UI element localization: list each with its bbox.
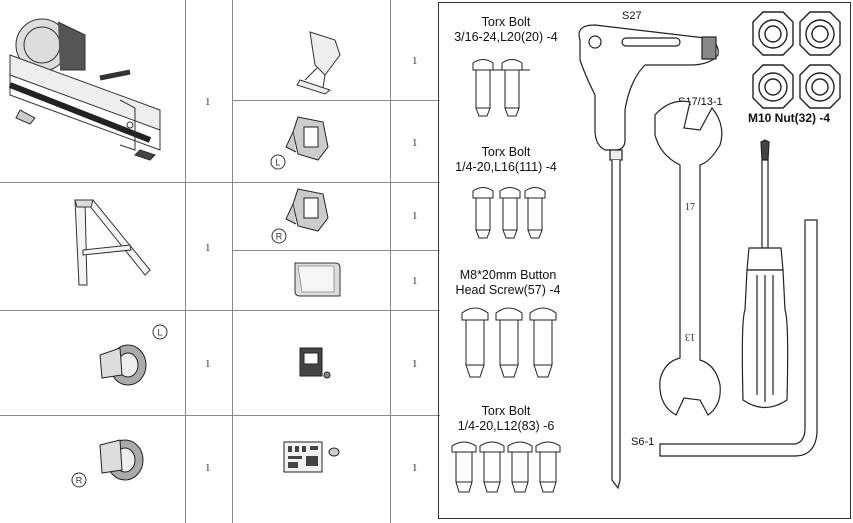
bolt1-group-drawing bbox=[472, 59, 530, 117]
col-divider bbox=[232, 0, 233, 523]
right-pedal-drawing: R bbox=[271, 188, 329, 244]
bolt2-label: Torx Bolt 1/4-20,L16(111) -4 bbox=[446, 145, 566, 175]
bolt2-name: Torx Bolt bbox=[481, 145, 531, 159]
qty-right-pedal: 1 bbox=[412, 210, 418, 222]
screw-name: M8*20mm Button bbox=[459, 268, 557, 282]
qty-main-row2: 1 bbox=[205, 242, 211, 254]
nut-label: M10 Nut(32) -4 bbox=[748, 111, 831, 125]
tag-left-wheel: L bbox=[157, 328, 162, 338]
wrench-size-13: 13 bbox=[685, 331, 695, 342]
bolt2-group-drawing bbox=[472, 187, 546, 239]
qty-seat-cushion: 1 bbox=[412, 275, 418, 287]
tag-left-pedal: L bbox=[275, 158, 280, 168]
seat-cushion-drawing bbox=[294, 262, 341, 297]
left-wheel-drawing: L bbox=[99, 324, 168, 386]
screw-group-drawing bbox=[461, 307, 557, 378]
row-divider bbox=[0, 415, 440, 416]
bolt3-name: Torx Bolt bbox=[481, 404, 531, 418]
screw-spec: Head Screw(57) -4 bbox=[455, 283, 561, 297]
a-frame-drawing bbox=[74, 199, 151, 286]
row-divider bbox=[0, 310, 440, 311]
bolt1-label: Torx Bolt 3/16-24,L20(20) -4 bbox=[446, 15, 566, 45]
tag-right-wheel: R bbox=[76, 476, 83, 486]
row-divider bbox=[0, 182, 440, 183]
allen-key-label: S6-1 bbox=[631, 436, 655, 448]
right-wheel-drawing: R bbox=[71, 439, 144, 488]
screwdriver-drawing bbox=[741, 139, 789, 409]
qty-main-row1: 1 bbox=[205, 96, 211, 108]
qty-main-row4: 1 bbox=[205, 462, 211, 474]
bolt3-label: Torx Bolt 1/4-20,L12(83) -6 bbox=[446, 404, 566, 434]
allen-key-drawing bbox=[659, 219, 818, 457]
col-divider bbox=[390, 0, 391, 523]
qty-main-row3: 1 bbox=[205, 358, 211, 370]
bolt1-spec: 3/16-24,L20(20) -4 bbox=[454, 30, 558, 44]
wrench-size-17: 17 bbox=[685, 202, 695, 213]
hardware-kit-drawing bbox=[283, 441, 340, 473]
bolt2-spec: 1/4-20,L16(111) -4 bbox=[455, 160, 557, 174]
parts-table: 1 1 1 1 1 1 1 1 1 1 bbox=[0, 0, 440, 523]
seat-bracket-drawing bbox=[296, 31, 341, 95]
torx-key-drawing bbox=[578, 24, 719, 490]
screw-label: M8*20mm Button Head Screw(57) -4 bbox=[443, 268, 573, 298]
tag-right-pedal: R bbox=[276, 232, 283, 242]
qty-monitor: 1 bbox=[412, 358, 418, 370]
qty-left-pedal: 1 bbox=[412, 137, 418, 149]
hardware-panel bbox=[438, 2, 851, 519]
torx-key-label: S27 bbox=[622, 10, 642, 22]
col-divider bbox=[185, 0, 186, 523]
wrench-drawing: 17 13 bbox=[654, 100, 723, 416]
bolt3-group-drawing bbox=[451, 441, 561, 493]
rower-frame-drawing bbox=[8, 18, 161, 161]
bolt1-name: Torx Bolt bbox=[481, 15, 531, 29]
bolt3-spec: 1/4-20,L12(83) -6 bbox=[457, 419, 555, 433]
left-pedal-drawing: L bbox=[270, 116, 329, 170]
row-divider bbox=[232, 100, 440, 101]
row-divider bbox=[232, 250, 440, 251]
monitor-drawing bbox=[299, 347, 331, 379]
qty-hardware-kit: 1 bbox=[412, 462, 418, 474]
qty-seat-bracket: 1 bbox=[412, 55, 418, 67]
nuts-drawing bbox=[752, 11, 841, 109]
